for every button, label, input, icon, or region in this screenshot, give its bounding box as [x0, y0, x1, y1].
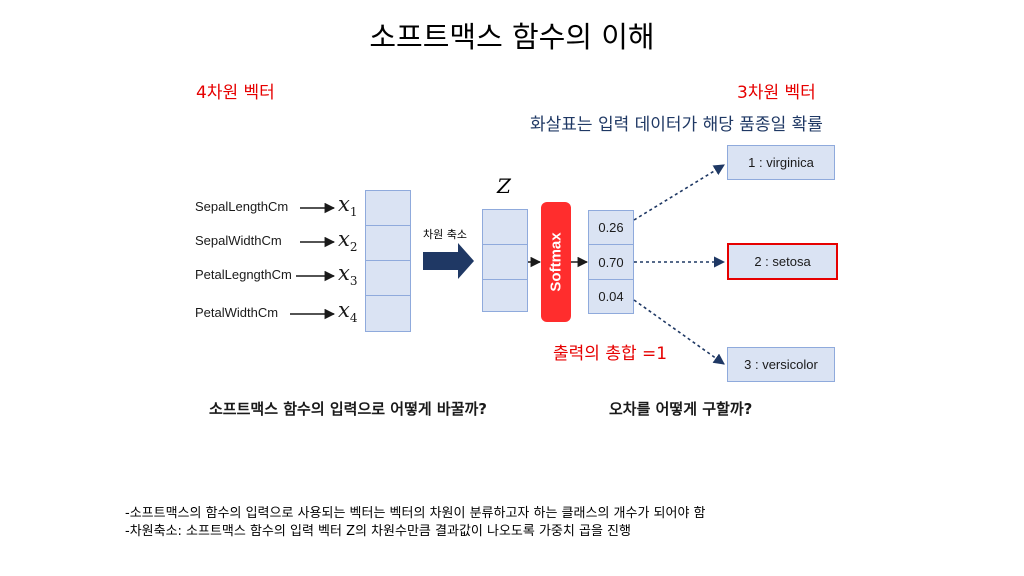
probability-cell: 0.04 — [588, 279, 634, 314]
input-vector-cell — [365, 225, 411, 261]
page-title: 소프트맥스 함수의 이해 — [369, 20, 655, 54]
probability-cell: 0.26 — [588, 210, 634, 245]
x-variable: x4 — [338, 298, 358, 326]
feature-label: SepalLengthCm — [195, 199, 289, 214]
note-line: -소프트맥스의 함수의 입력으로 사용되는 벡터는 벡터의 차원이 분류하고자 … — [125, 506, 706, 521]
input-vector-label: 4차원 벡터 — [196, 83, 275, 103]
class-box-versicolor: 3 : versicolor — [727, 347, 835, 382]
probability-arrow — [633, 164, 725, 221]
z-vector-cell — [482, 244, 528, 280]
x-variable: x2 — [338, 227, 358, 255]
reduction-arrow-icon — [423, 243, 474, 279]
x-variable: x3 — [338, 261, 358, 289]
z-label: Z — [497, 174, 511, 198]
feature-label: SepalWidthCm — [195, 233, 282, 248]
input-vector-cell — [365, 260, 411, 296]
output-vector-label: 3차원 벡터 — [737, 83, 816, 103]
class-box-setosa: 2 : setosa — [727, 243, 838, 280]
probability-arrow — [633, 299, 725, 365]
class-box-virginica: 1 : virginica — [727, 145, 835, 180]
reduction-label: 차원 축소 — [423, 228, 467, 241]
feature-label: PetalLegngthCm — [195, 267, 292, 282]
arrow-note: 화살표는 입력 데이터가 해당 품종일 확률 — [530, 115, 823, 135]
input-vector-cell — [365, 295, 411, 332]
feature-label: PetalWidthCm — [195, 305, 279, 320]
sum-label: 출력의 총합 =1 — [553, 344, 668, 364]
question-right: 오차를 어떻게 구할까? — [609, 400, 753, 418]
note-line: -차원축소: 소프트맥스 함수의 입력 벡터 Z의 차원수만큼 결과값이 나오도… — [125, 524, 631, 539]
softmax-block: Softmax — [541, 202, 571, 322]
question-left: 소프트맥스 함수의 입력으로 어떻게 바꿀까? — [209, 400, 487, 418]
z-vector-cell — [482, 279, 528, 312]
probability-cell: 0.70 — [588, 244, 634, 280]
z-vector-cell — [482, 209, 528, 245]
x-variable: x1 — [338, 192, 358, 220]
